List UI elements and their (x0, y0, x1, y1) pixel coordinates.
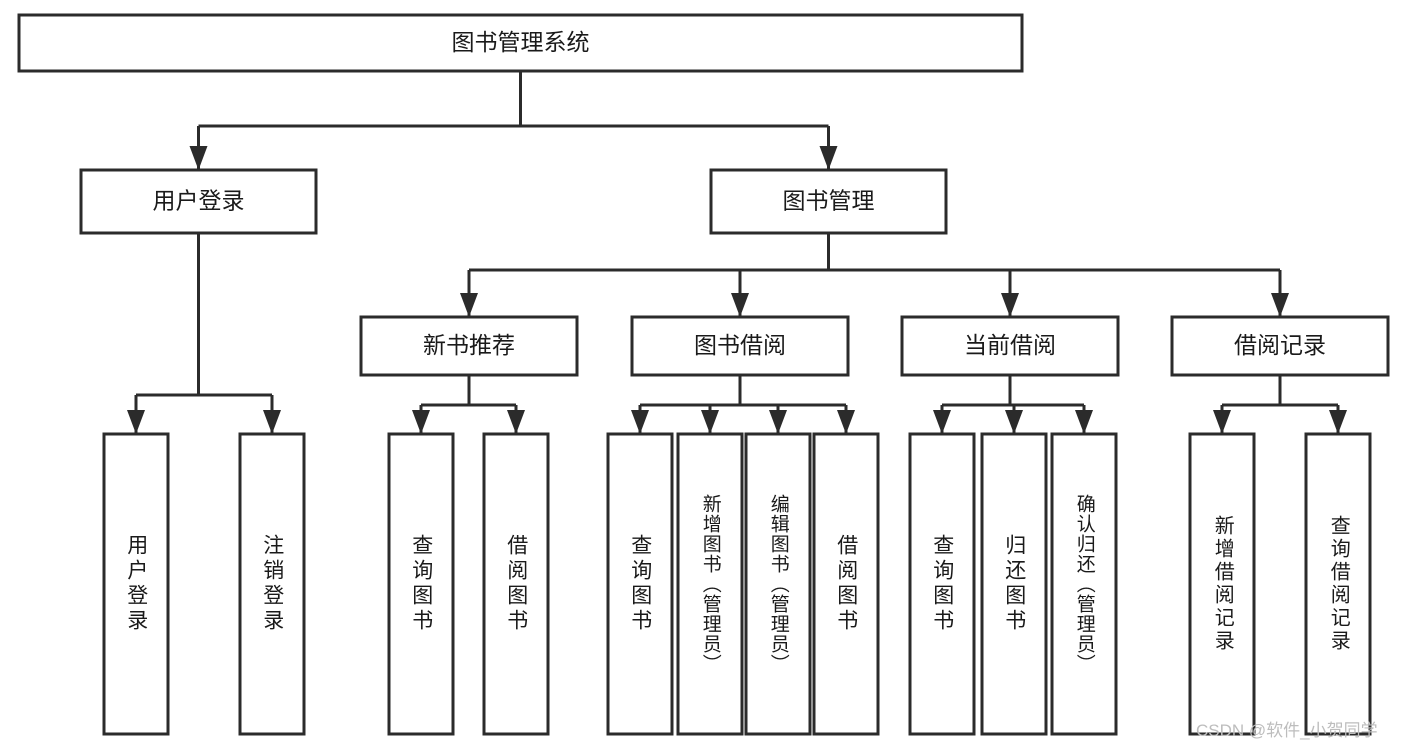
leaf-node-leaf-user-login[interactable] (102, 432, 170, 736)
leaf-node-leaf-confirm-return-admin[interactable] (1050, 432, 1118, 736)
node-new-book-rec[interactable]: 新书推荐 (359, 315, 579, 377)
node-label: 新书推荐 (423, 332, 515, 358)
leaf-box (1050, 432, 1118, 736)
arrow-head-icon (1213, 410, 1231, 434)
leaf-node-leaf-add-book-admin[interactable] (676, 432, 744, 736)
leaf-box (238, 432, 306, 736)
node-box (79, 168, 318, 235)
arrow-head-icon (1001, 293, 1019, 317)
leaf-box (812, 432, 880, 736)
arrow-head-icon (127, 410, 145, 434)
arrow-head-icon (701, 410, 719, 434)
leaf-box (744, 432, 812, 736)
node-label: 用户登录 (153, 188, 245, 214)
leaf-box (980, 432, 1048, 736)
arrow-head-icon (507, 410, 525, 434)
node-root[interactable]: 图书管理系统 (17, 13, 1024, 73)
node-box (630, 315, 850, 377)
leaf-box (606, 432, 674, 736)
leaf-node-leaf-query-book-borrow[interactable] (606, 432, 674, 736)
leaf-node-leaf-borrow-book-rec[interactable] (482, 432, 550, 736)
node-borrow-record[interactable]: 借阅记录 (1170, 315, 1390, 377)
leaf-box (676, 432, 744, 736)
node-book-manage[interactable]: 图书管理 (709, 168, 948, 235)
arrow-head-icon (1271, 293, 1289, 317)
arrow-head-icon (1329, 410, 1347, 434)
arrow-head-icon (837, 410, 855, 434)
node-box (17, 13, 1024, 73)
node-label: 当前借阅 (964, 332, 1056, 358)
leaf-node-leaf-query-borrow-record[interactable] (1304, 432, 1372, 736)
arrow-head-icon (412, 410, 430, 434)
arrow-head-icon (631, 410, 649, 434)
node-label: 图书管理系统 (452, 29, 590, 55)
arrow-head-icon (263, 410, 281, 434)
csdn-watermark: CSDN @软件_小贺同学 (1196, 721, 1378, 740)
arrow-head-icon (189, 146, 208, 170)
node-box (1170, 315, 1390, 377)
leaf-node-leaf-borrow-book[interactable] (812, 432, 880, 736)
leaf-box (1188, 432, 1256, 736)
arrow-head-icon (731, 293, 749, 317)
leaf-box (102, 432, 170, 736)
leaf-box (908, 432, 976, 736)
leaf-node-leaf-return-book[interactable] (980, 432, 1048, 736)
connectors-layer (127, 71, 1347, 434)
node-user-login[interactable]: 用户登录 (79, 168, 318, 235)
leaf-box (1304, 432, 1372, 736)
leaf-node-leaf-user-logout[interactable] (238, 432, 306, 736)
node-label: 借阅记录 (1234, 332, 1326, 358)
leaf-node-leaf-query-book-current[interactable] (908, 432, 976, 736)
leaf-node-leaf-edit-book-admin[interactable] (744, 432, 812, 736)
node-box (709, 168, 948, 235)
node-book-borrow[interactable]: 图书借阅 (630, 315, 850, 377)
arrow-head-icon (1005, 410, 1023, 434)
node-label: 图书管理 (783, 188, 875, 214)
node-box (359, 315, 579, 377)
leaf-box (482, 432, 550, 736)
leaf-box (387, 432, 455, 736)
arrow-head-icon (1075, 410, 1093, 434)
arrow-head-icon (769, 410, 787, 434)
node-label: 图书借阅 (694, 332, 786, 358)
node-current-borrow[interactable]: 当前借阅 (900, 315, 1120, 377)
arrow-head-icon (933, 410, 951, 434)
arrow-head-icon (819, 146, 838, 170)
leaf-node-leaf-add-borrow-record[interactable] (1188, 432, 1256, 736)
node-box (900, 315, 1120, 377)
leaf-node-leaf-query-book-rec[interactable] (387, 432, 455, 736)
arrow-head-icon (460, 293, 478, 317)
